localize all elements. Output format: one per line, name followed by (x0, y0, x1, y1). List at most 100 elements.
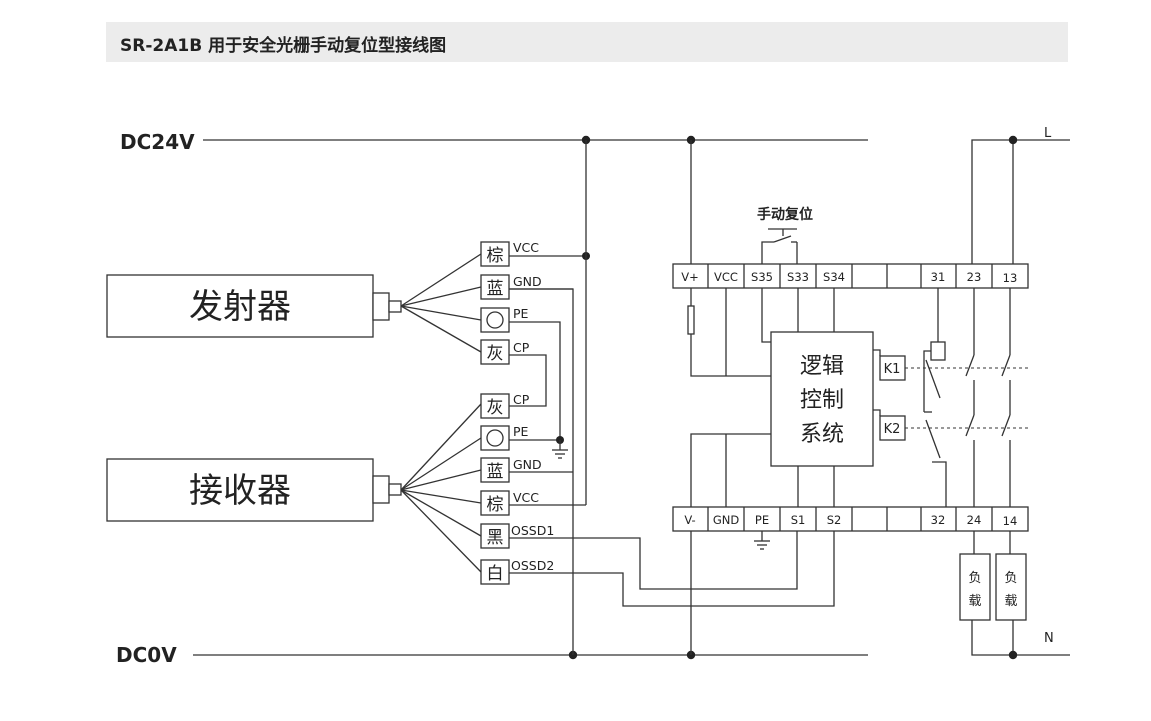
terminal-label: GND (713, 513, 740, 527)
safety-relay: 手动复位 V+ VCC S35 S33 S34 31 23 13 (672, 140, 1030, 655)
wire-signal: PE (513, 424, 529, 439)
wire-pe (509, 321, 561, 438)
pe-circle-icon (486, 429, 504, 447)
receiver-connector (372, 475, 390, 504)
emitter-label: 发射器 (189, 287, 291, 327)
k1-label: K1 (884, 362, 901, 377)
no-contact-blade (1001, 414, 1011, 437)
terminal-label: VCC (714, 270, 738, 284)
wire-tag (480, 274, 510, 300)
pe-circle-icon (486, 311, 504, 329)
k1-coil (879, 355, 906, 381)
junction-dot (1008, 135, 1018, 145)
nc-contact-icon (930, 341, 946, 361)
reset-switch-blade (773, 235, 792, 243)
wire-tag (480, 339, 510, 365)
no-contact-blade (965, 414, 975, 437)
vminus-internal (690, 433, 771, 507)
neutral-label: N (1044, 631, 1054, 646)
emitter-unit: 发射器 棕 VCC 蓝 GND PE 灰 CP (106, 240, 590, 438)
wire-color: 蓝 (487, 279, 504, 299)
neutral-wire (971, 620, 1070, 656)
receiver-fan-wire (400, 489, 482, 504)
receiver-fan-wire (400, 403, 482, 491)
receiver-unit: 接收器 灰 CP PE 蓝 GND 棕 VCC 黑 OSSD1 白 OSSD2 (106, 140, 835, 655)
load-label-1: 负 (968, 571, 981, 586)
wire-color: 灰 (487, 344, 504, 364)
reset-switch (761, 241, 774, 264)
wire-signal: OSSD1 (511, 523, 554, 538)
reset-label: 手动复位 (757, 206, 813, 223)
receiver-box (106, 458, 374, 522)
loads: 负 载 负 载 (959, 531, 1027, 621)
load-box (959, 553, 991, 621)
wire-tag (480, 241, 510, 267)
terminal-label: 24 (967, 513, 982, 527)
emitter-fan-wire (400, 253, 482, 307)
k2-label: K2 (884, 422, 901, 437)
page-title: SR-2A1B 用于安全光栅手动复位型接线图 (120, 36, 447, 56)
nc-contact-blade (925, 419, 941, 459)
wire-tag (480, 457, 510, 483)
wire-color: 棕 (487, 495, 504, 515)
wire-tag (480, 559, 510, 585)
wire-color: 棕 (487, 246, 504, 266)
wire-signal: GND (513, 274, 542, 289)
wire-cp-link (509, 354, 547, 407)
k1-lead (873, 349, 881, 356)
top-terminal-strip: V+ VCC S35 S33 S34 31 23 13 (672, 263, 1029, 289)
terminal-strip (672, 506, 1029, 532)
fuse-icon (687, 305, 695, 335)
k2-lead (873, 409, 881, 416)
live-label: L (1044, 126, 1052, 141)
wire-signal: CP (513, 392, 530, 407)
logic-label: 逻辑 (800, 354, 844, 379)
gnd-bus (509, 288, 574, 655)
nc-contact-blade (925, 359, 941, 399)
nc-contact-wire (932, 461, 947, 507)
wire-ossd2 (509, 527, 835, 607)
logic-block (770, 331, 874, 467)
load-label-2: 载 (968, 594, 981, 609)
junction-dot (1008, 650, 1018, 660)
terminal-label: 13 (1003, 271, 1018, 285)
wire-tag (480, 393, 510, 419)
terminal-label: PE (755, 513, 769, 527)
receiver-fan-wire (400, 489, 482, 573)
emitter-fan-wire (400, 305, 482, 353)
wire-signal: VCC (513, 240, 539, 255)
receiver-fan-wire (400, 437, 482, 491)
wire-ossd1 (509, 527, 798, 590)
terminal-label: S1 (791, 513, 806, 527)
live-wire (971, 139, 1070, 264)
wire-color: 黑 (487, 528, 504, 548)
load-label-3: 负 (1004, 571, 1017, 586)
terminal-label: V+ (681, 270, 699, 284)
wire-signal: CP (513, 340, 530, 355)
terminal-label: 32 (931, 513, 946, 527)
terminal-strip (672, 263, 1029, 289)
nc-contact-wire (923, 350, 931, 412)
terminal-label: S34 (823, 270, 845, 284)
header-bar: SR-2A1B 用于安全光栅手动复位型接线图 (106, 22, 1068, 62)
terminal-label: 23 (967, 270, 982, 284)
terminal-label: 14 (1003, 514, 1018, 528)
mains-lines: L N (971, 126, 1070, 660)
logic-label: 控制 (800, 388, 844, 413)
wire-color: 白 (487, 564, 504, 584)
power-rails: DC24V DC0V (116, 130, 868, 667)
emitter-connector-tip (388, 300, 402, 313)
wire-signal: VCC (513, 490, 539, 505)
emitter-connector (372, 292, 390, 321)
wire-tag (480, 523, 510, 549)
logic-label: 系统 (800, 422, 844, 447)
wire-signal: GND (513, 457, 542, 472)
no-contact-blade (965, 354, 975, 377)
s35-wire (761, 288, 771, 343)
load-label-4: 载 (1004, 594, 1017, 609)
receiver-fan-wire (400, 469, 482, 491)
vplus-wire (690, 334, 771, 377)
no-contact-blade (1001, 354, 1011, 377)
terminal-label: V- (684, 513, 695, 527)
